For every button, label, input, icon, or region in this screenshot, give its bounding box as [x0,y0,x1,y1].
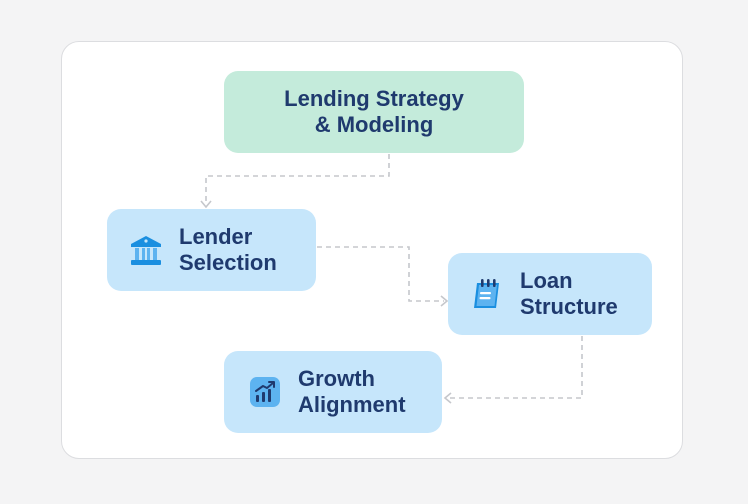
lending-strategy-line2: & Modeling [314,112,434,137]
loan-structure-line1: Loan [520,268,573,293]
growth-chart-icon [250,377,280,407]
growth-alignment-line2: Alignment [298,392,406,417]
arrowhead-loan [440,295,449,307]
loan-structure-line2: Structure [520,294,618,319]
growth-alignment-line1: Growth [298,366,375,391]
connector-strategy-to-lender [205,154,390,205]
growth-alignment-node: Growth Alignment [224,351,442,433]
lender-selection-node: Lender Selection [107,209,316,291]
arrowhead-lender [200,200,212,209]
bank-icon [131,236,161,265]
lender-selection-line2: Selection [179,250,277,275]
loan-structure-node: Loan Structure [448,253,652,335]
notepad-icon [474,279,499,308]
lending-strategy-line1: Lending Strategy [284,86,464,111]
arrowhead-growth [443,392,452,404]
connector-lender-to-loan [317,246,444,302]
connector-loan-to-growth [447,336,583,399]
lending-strategy-node: Lending Strategy & Modeling [224,71,524,153]
lender-selection-line1: Lender [179,224,253,249]
